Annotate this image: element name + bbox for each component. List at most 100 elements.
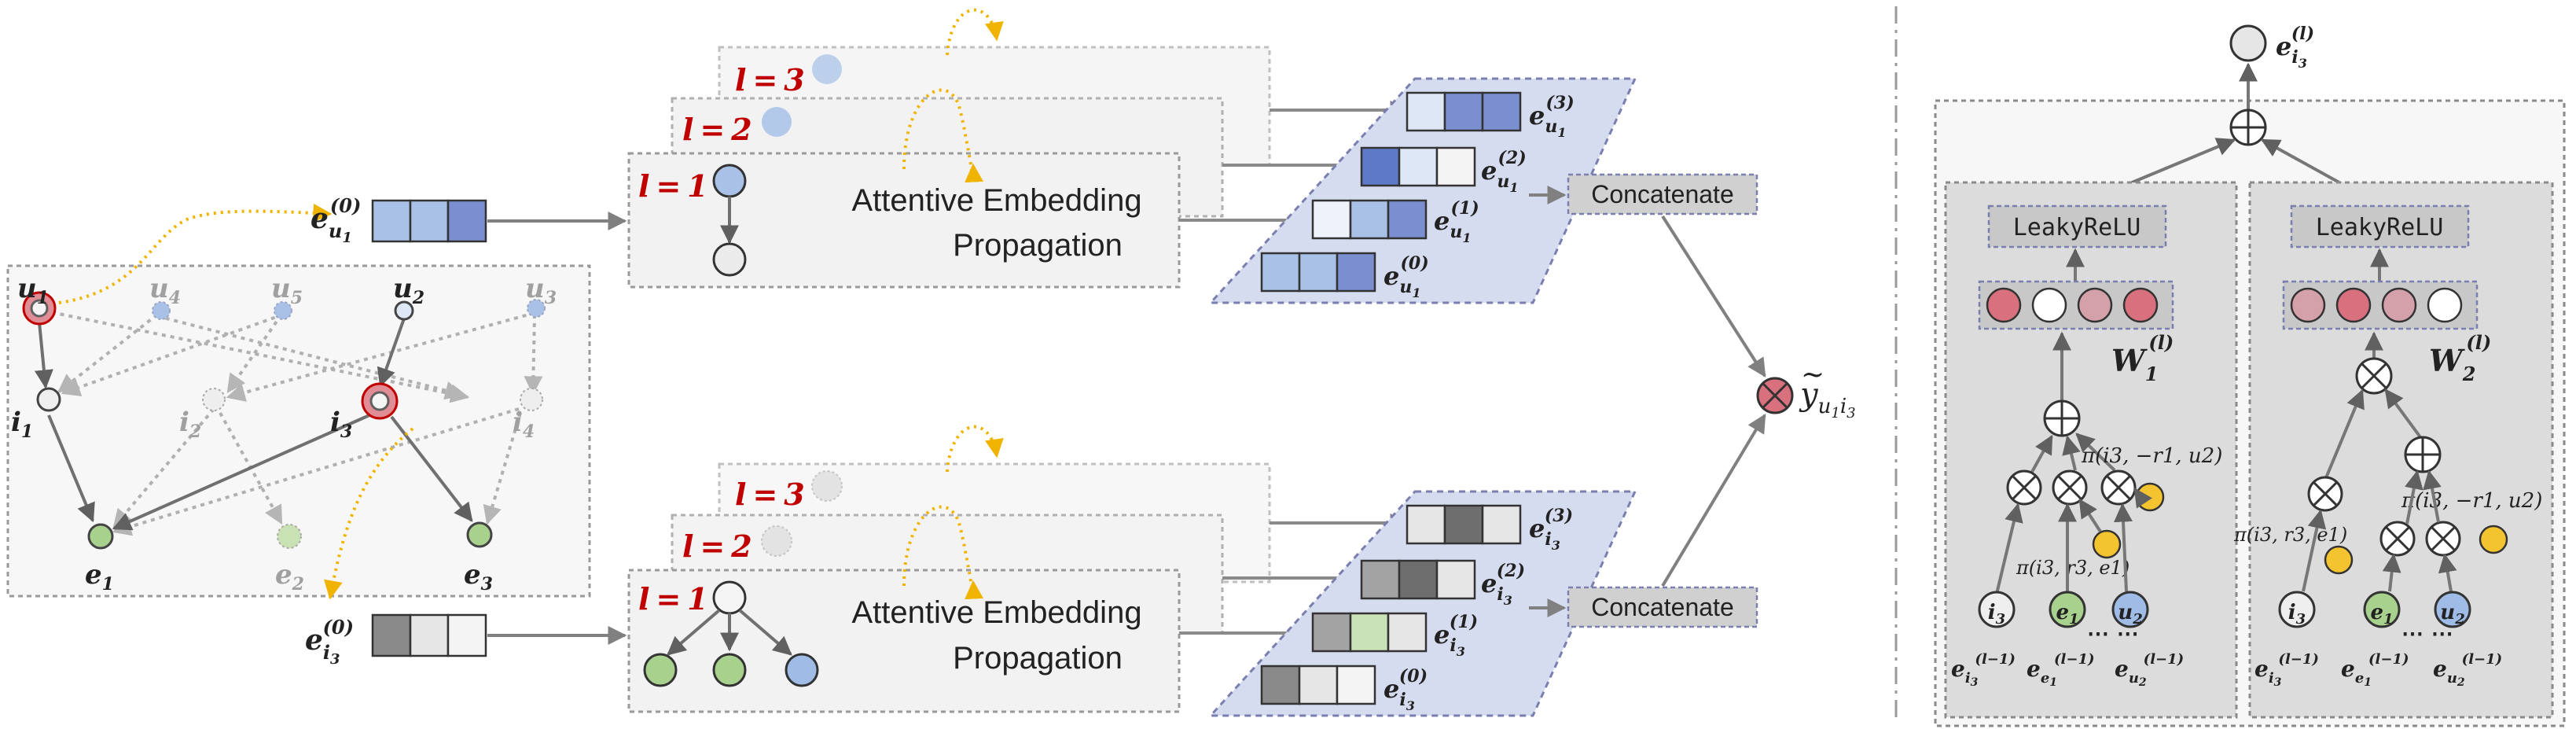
left-bottom-u2-node: u2	[2111, 591, 2149, 628]
left-product-1-circle-times-icon	[2006, 469, 2042, 506]
left-pi-label-2: π(i3, r3, e1)	[2016, 557, 2130, 579]
left-bottom-e1-node: e1	[2049, 591, 2086, 628]
svg-text:ee1(l−1): ee1(l−1)	[2027, 651, 2095, 689]
item-stack-embedding-1: ei3(1)	[1311, 612, 1478, 659]
knowledge-graph-panel: u1 u4 u5 u2 u3 i1 i2 i3	[6, 203, 591, 600]
svg-text:eu2(l−1): eu2(l−1)	[2115, 651, 2184, 689]
right-product-top-circle-times-icon	[2355, 357, 2393, 395]
svg-text:e3: e3	[464, 559, 493, 595]
prediction: yu1i3 ~	[1661, 215, 1856, 587]
node-u2: u2	[393, 273, 424, 321]
svg-text:ei3(l−1): ei3(l−1)	[1951, 651, 2016, 689]
svg-text:ei3(2): ei3(2)	[1481, 561, 1525, 608]
aggregation-panel: ei3(l) LeakyReLU W1(l)	[1934, 24, 2566, 727]
svg-text:u5: u5	[271, 273, 303, 308]
item-stack-embedding-3: ei3(3)	[1406, 504, 1573, 553]
node-u4: u4	[149, 273, 181, 320]
right-sum-circle-plus-icon	[2404, 436, 2442, 473]
svg-text:l=2: l=2	[682, 528, 752, 564]
svg-text:eu1(0): eu1(0)	[1384, 253, 1429, 300]
item-concatenate-box: Concatenate	[1567, 586, 1758, 628]
right-weight-label: W2(l)	[2429, 331, 2491, 385]
svg-text:Concatenate: Concatenate	[1591, 593, 1733, 621]
svg-text:i3: i3	[1988, 601, 2005, 628]
top-sum-circle-plus-icon	[2229, 109, 2267, 146]
svg-text:i3: i3	[330, 407, 352, 442]
right-pi-label-2: π(i3, r3, e1)	[2233, 524, 2347, 546]
svg-text:i3: i3	[2288, 601, 2306, 628]
predict-circle-times-icon	[1756, 377, 1794, 414]
user-stack-embedding-0: eu1(0)	[1260, 252, 1429, 300]
left-leakyrelu-label: LeakyReLU	[2013, 214, 2141, 241]
svg-text:eu2(l−1): eu2(l−1)	[2433, 651, 2502, 689]
svg-text:l=3: l=3	[735, 477, 805, 512]
user-input-embedding	[371, 199, 487, 243]
svg-text:e1: e1	[2056, 601, 2078, 628]
prediction-label: yu1i3	[1799, 377, 1856, 422]
left-product-2-circle-times-icon	[2052, 469, 2088, 506]
user-input-label: eu1(0)	[311, 194, 361, 246]
node-i3: i3	[330, 382, 399, 442]
left-branch: LeakyReLU W1(l)	[1944, 181, 2238, 719]
user-path: eu1(0) l=3 l=2 l=1 Attentive Embedding P…	[311, 8, 1758, 304]
user-module-line2: Propagation	[953, 228, 1123, 263]
node-u5: u5	[271, 273, 303, 320]
svg-text:u3: u3	[525, 273, 557, 308]
right-bottom-i3-node: i3	[2278, 591, 2316, 628]
item-module-line1: Attentive Embedding	[851, 595, 1141, 630]
svg-text:ei3(l−1): ei3(l−1)	[2254, 651, 2319, 689]
svg-text:l=1: l=1	[638, 581, 708, 617]
right-pi-label: π(i3, −r1, u2)	[2401, 489, 2542, 513]
left-bottom-i3-node: i3	[1978, 591, 2016, 628]
svg-text:i1: i1	[11, 407, 33, 442]
user-concatenate-box: Concatenate	[1567, 173, 1758, 215]
svg-text:e1: e1	[2370, 601, 2393, 628]
svg-text:ee1(l−1): ee1(l−1)	[2341, 651, 2409, 689]
left-product-3-circle-times-icon	[2100, 469, 2137, 506]
svg-text:ei3(0): ei3(0)	[1384, 666, 1428, 713]
svg-text:e2: e2	[275, 559, 304, 595]
svg-text:ei3(1): ei3(1)	[1434, 612, 1478, 659]
output-label: ei3(l)	[2276, 24, 2314, 71]
left-sum-circle-plus-icon	[2043, 399, 2081, 437]
user-layer-1-box: l=1 Attentive Embedding Propagation	[627, 152, 1181, 289]
node-u3: u3	[525, 273, 557, 318]
node-e1: e1	[85, 523, 114, 595]
output-node	[2229, 24, 2267, 62]
node-i2: i2	[179, 388, 226, 442]
right-ellipsis: ⋯ ⋯	[2401, 620, 2453, 646]
right-bottom-e1-node: e1	[2363, 591, 2401, 628]
right-branch: LeakyReLU W2(l)	[2233, 181, 2554, 719]
right-leakyrelu-label: LeakyReLU	[2316, 214, 2444, 241]
right-product-3-circle-times-icon	[2425, 521, 2461, 557]
node-i4: i4	[513, 388, 543, 442]
svg-text:i4: i4	[513, 407, 535, 442]
svg-text:~: ~	[1801, 359, 1825, 391]
svg-text:u2: u2	[2118, 601, 2142, 628]
svg-text:u1: u1	[17, 273, 49, 308]
svg-text:l=1: l=1	[638, 168, 708, 204]
item-input-label: ei3(0)	[305, 616, 354, 668]
user-stack-embedding-3: eu1(3)	[1406, 91, 1575, 140]
item-layer-1-box: l=1 Attentive Embedding Propagation	[627, 569, 1181, 713]
svg-text:u2: u2	[2440, 601, 2464, 628]
user-stack-embedding-1: eu1(1)	[1311, 198, 1479, 245]
item-stack-embedding-2: ei3(2)	[1360, 559, 1525, 608]
right-product-1-circle-times-icon	[2307, 476, 2343, 512]
right-product-2-circle-times-icon	[2379, 521, 2416, 557]
node-e3: e3	[464, 521, 493, 595]
svg-text:Concatenate: Concatenate	[1591, 180, 1733, 208]
svg-text:u2: u2	[393, 273, 424, 308]
svg-text:e1: e1	[85, 559, 114, 595]
left-ellipsis: ⋯ ⋯	[2087, 620, 2139, 646]
left-weight-label: W1(l)	[2111, 331, 2174, 385]
svg-text:eu1(1): eu1(1)	[1434, 198, 1479, 245]
item-input-embedding	[371, 613, 487, 657]
svg-text:eu1(2): eu1(2)	[1481, 148, 1527, 195]
user-module-line1: Attentive Embedding	[851, 183, 1141, 218]
node-i1: i1	[11, 387, 61, 442]
svg-text:ei3(3): ei3(3)	[1529, 506, 1573, 553]
item-stack-embedding-0: ei3(0)	[1260, 665, 1428, 713]
svg-text:eu1(3): eu1(3)	[1529, 93, 1575, 140]
